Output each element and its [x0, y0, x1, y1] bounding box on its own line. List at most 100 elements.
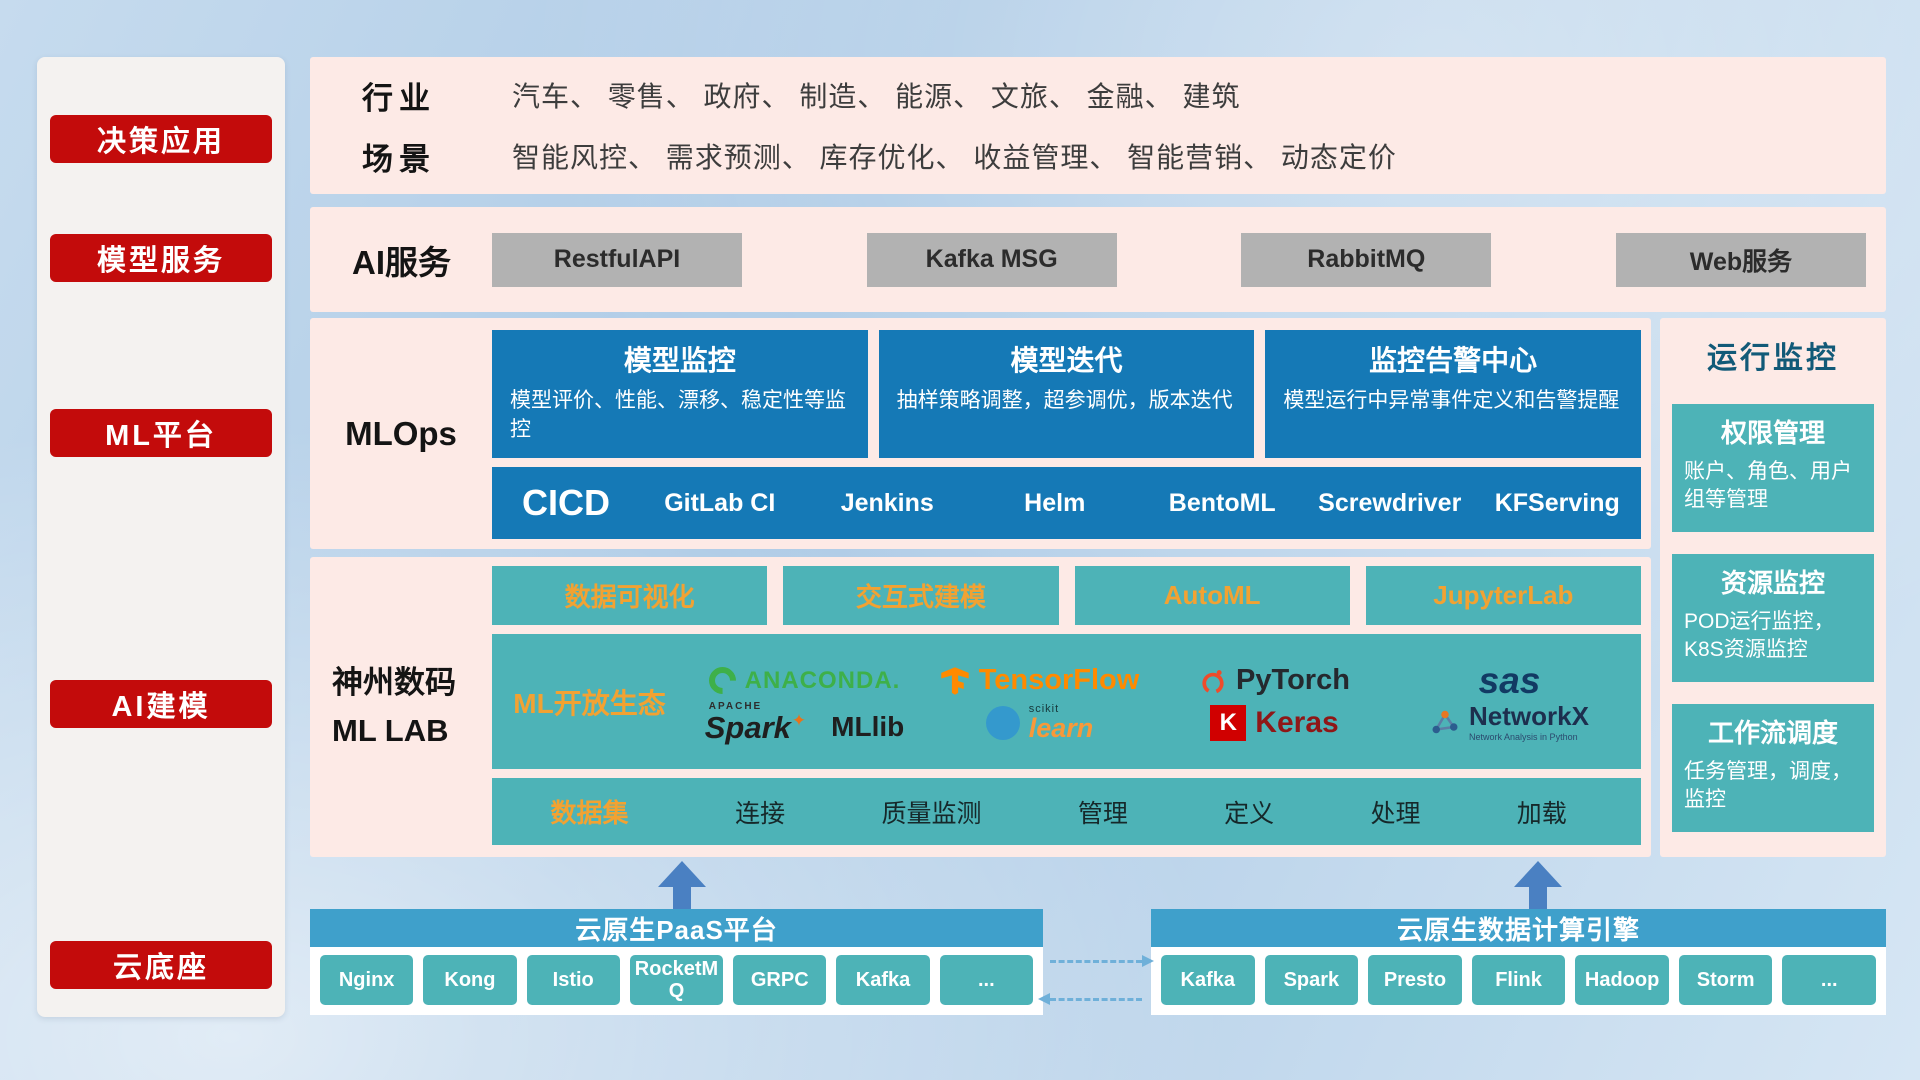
- arrow-head: [1514, 861, 1562, 887]
- mlops-content: 模型监控 模型评价、性能、漂移、稳定性等监控 模型迭代 抽样策略调整，超参调优，…: [492, 318, 1651, 549]
- data-engine-group: 云原生数据计算引擎 Kafka Spark Presto Flink Hadoo…: [1151, 909, 1886, 1015]
- pytorch-wordmark: PyTorch: [1236, 664, 1350, 696]
- keras-wordmark: Keras: [1255, 705, 1339, 739]
- card-desc: 模型评价、性能、漂移、稳定性等监控: [510, 389, 846, 442]
- mllab-band: 神州数码 ML LAB 数据可视化 交互式建模 AutoML JupyterLa…: [310, 557, 1651, 857]
- card-title: 权限管理: [1720, 418, 1825, 448]
- networkx-logo: NetworkX Network Analysis in Python: [1430, 701, 1589, 743]
- dataset-process: 处理: [1370, 799, 1421, 828]
- dataset-bar: 数据集 连接 质量监测 管理 定义 处理 加载: [492, 778, 1641, 845]
- layer-cloud-base: 云底座: [50, 941, 272, 989]
- pytorch-logo: PyTorch: [1199, 664, 1350, 697]
- scenario-label: 场景: [362, 141, 436, 177]
- tensorflow-icon: [940, 666, 969, 695]
- ml-ecosystem-logos: ANACONDA. TensorFlow PyTorch sas: [687, 654, 1641, 750]
- cicd-label: CICD: [522, 482, 610, 524]
- card-workflow-scheduling: 工作流调度 任务管理，调度，监控: [1672, 704, 1874, 832]
- data-engine-title: 云原生数据计算引擎: [1151, 909, 1886, 947]
- dataset-label: 数据集: [550, 798, 629, 828]
- mllab-label-line2: ML LAB: [332, 713, 449, 748]
- scikit-label: scikit: [1028, 702, 1060, 715]
- card-desc: POD运行监控，K8S资源监控: [1684, 610, 1835, 662]
- card-title: 模型迭代: [1010, 345, 1123, 376]
- layer-ai-modeling: AI建模: [50, 680, 272, 728]
- arrow-stem: [1529, 887, 1547, 910]
- tensorflow-logo: TensorFlow: [940, 664, 1139, 697]
- ai-service-label: AI服务: [352, 243, 451, 281]
- keras-icon: K: [1210, 704, 1247, 741]
- dataset-load: 加载: [1516, 799, 1567, 828]
- dashed-arrow-left: [1038, 993, 1142, 1005]
- paas-kong: Kong: [423, 955, 517, 1005]
- mllab-label: 神州数码 ML LAB: [310, 557, 492, 857]
- keras-logo: K Keras: [1210, 704, 1339, 741]
- paas-nginx: Nginx: [320, 955, 414, 1005]
- card-model-monitoring: 模型监控 模型评价、性能、漂移、稳定性等监控: [492, 330, 868, 459]
- card-title: 监控告警中心: [1369, 345, 1538, 376]
- mlops-band: MLOps 模型监控 模型评价、性能、漂移、稳定性等监控 模型迭代 抽样策略调整…: [310, 318, 1651, 549]
- tool-interactive-modeling: 交互式建模: [783, 566, 1059, 625]
- dashed-arrow-right: [1050, 955, 1154, 967]
- sas-wordmark: sas: [1478, 659, 1541, 701]
- runtime-monitor-title: 运行监控: [1707, 342, 1839, 375]
- tool-automl: AutoML: [1074, 566, 1350, 625]
- anaconda-icon: [703, 661, 742, 700]
- engine-presto: Presto: [1368, 955, 1462, 1005]
- service-kafka-msg: Kafka MSG: [866, 232, 1117, 287]
- layer-model-services: 模型服务: [50, 234, 272, 282]
- scenario-list: 智能风控、 需求预测、 库存优化、 收益管理、 智能营销、 动态定价: [512, 142, 1397, 173]
- tool-data-visualization: 数据可视化: [492, 566, 768, 625]
- card-desc: 抽样策略调整，超参调优，版本迭代: [896, 389, 1233, 412]
- scikit-learn-icon: [985, 705, 1020, 740]
- service-web: Web服务: [1615, 232, 1866, 287]
- industry-scenario-band: 行业 汽车、 零售、 政府、 制造、 能源、 文旅、 金融、 建筑 场景 智能风…: [310, 57, 1886, 194]
- card-title: 工作流调度: [1707, 718, 1838, 748]
- card-desc: 账户、角色、用户组等管理: [1684, 460, 1852, 512]
- cicd-items: GitLab CI Jenkins Helm BentoML Screwdriv…: [636, 489, 1641, 518]
- engine-kafka: Kafka: [1161, 955, 1255, 1005]
- service-restfulapi: RestfulAPI: [492, 232, 742, 287]
- networkx-subtitle: Network Analysis in Python: [1469, 732, 1578, 743]
- mllab-label-line1: 神州数码: [332, 664, 456, 700]
- up-arrow-left: [658, 861, 706, 910]
- paas-grpc: GRPC: [733, 955, 827, 1005]
- pytorch-icon: [1202, 669, 1224, 694]
- card-desc: 模型运行中异常事件定义和告警提醒: [1283, 389, 1620, 412]
- paas-kafka: Kafka: [836, 955, 930, 1005]
- engine-hadoop: Hadoop: [1575, 955, 1669, 1005]
- spark-mllib-logo: APACHE Spark ✦ MLlib: [705, 702, 905, 744]
- arrow-stem: [673, 887, 691, 910]
- ml-ecosystem-box: ML开放生态 ANACONDA. TensorFlow PyTorch: [492, 634, 1641, 769]
- scenario-row: 场景 智能风控、 需求预测、 库存优化、 收益管理、 智能营销、 动态定价: [362, 134, 1886, 179]
- cicd-bentoml: BentoML: [1168, 488, 1276, 517]
- service-rabbitmq: RabbitMQ: [1241, 232, 1492, 287]
- mllab-content: 数据可视化 交互式建模 AutoML JupyterLab ML开放生态 ANA…: [492, 557, 1651, 857]
- networkx-wordmark-group: NetworkX Network Analysis in Python: [1469, 701, 1589, 743]
- sas-logo: sas: [1479, 660, 1541, 702]
- dataset-connect: 连接: [735, 799, 786, 828]
- paas-more: ...: [939, 955, 1033, 1005]
- paas-istio: Istio: [526, 955, 620, 1005]
- networkx-icon: [1432, 711, 1458, 734]
- scikit-learn-wordmark-group: scikit learn: [1028, 702, 1094, 742]
- card-permission-management: 权限管理 账户、角色、用户组等管理: [1672, 404, 1874, 532]
- dataset-manage: 管理: [1077, 799, 1128, 828]
- ai-service-band: AI服务 RestfulAPI Kafka MSG RabbitMQ Web服务: [310, 207, 1886, 312]
- card-alert-center: 监控告警中心 模型运行中异常事件定义和告警提醒: [1265, 330, 1642, 459]
- cicd-jenkins: Jenkins: [840, 488, 934, 517]
- cicd-screwdriver: Screwdriver: [1318, 488, 1462, 517]
- anaconda-wordmark: ANACONDA.: [744, 666, 901, 694]
- cicd-gitlab-ci: GitLab CI: [664, 488, 776, 517]
- card-desc: 任务管理，调度，监控: [1684, 760, 1852, 812]
- spark-line: Spark ✦: [705, 712, 806, 743]
- layer-decision-apps: 决策应用: [50, 115, 272, 163]
- industry-row: 行业 汽车、 零售、 政府、 制造、 能源、 文旅、 金融、 建筑: [362, 73, 1886, 118]
- spark-wordmark-group: APACHE Spark ✦: [705, 702, 806, 744]
- engine-storm: Storm: [1678, 955, 1773, 1005]
- arrow-head: [658, 861, 706, 887]
- spark-wordmark: Spark: [704, 710, 791, 745]
- layer-ml-platform: ML平台: [50, 409, 272, 457]
- engine-more: ...: [1782, 955, 1877, 1005]
- scikit-learn-logo: scikit learn: [985, 702, 1094, 742]
